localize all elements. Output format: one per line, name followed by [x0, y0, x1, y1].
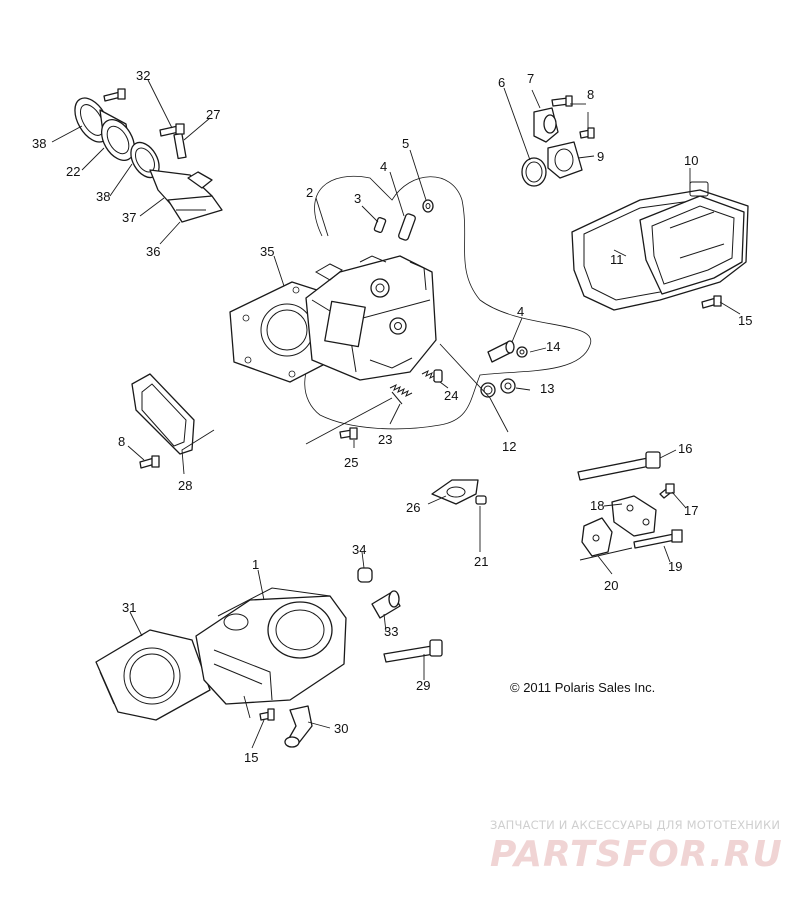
callout-labels: 32 27 38 22 38 37 36 2 3 4 5 35 6 7 8 9 …	[32, 68, 752, 765]
callout-37: 37	[122, 210, 136, 225]
callout-24: 24	[444, 388, 458, 403]
callout-8b: 8	[118, 434, 125, 449]
clamp-screw	[103, 88, 126, 102]
callout-19: 19	[668, 559, 682, 574]
intake-boot-assembly	[74, 97, 223, 223]
elbow-30	[284, 705, 313, 748]
dowel-34	[357, 567, 373, 583]
callout-32: 32	[136, 68, 150, 83]
callout-38b: 38	[96, 189, 110, 204]
bolt-15-cover	[701, 295, 722, 309]
watermark-brand: PARTSFOR.RU	[490, 834, 783, 875]
valve-guide-4b	[487, 340, 515, 363]
valve-cover	[571, 181, 749, 311]
callout-10: 10	[684, 153, 698, 168]
callout-31: 31	[122, 600, 136, 615]
valve-guide-4a	[398, 213, 416, 241]
callout-1: 1	[252, 557, 259, 572]
callout-2: 2	[306, 185, 313, 200]
callout-11: 11	[610, 252, 624, 267]
seal-5	[422, 199, 434, 213]
callout-25: 25	[344, 455, 358, 470]
callout-7: 7	[527, 71, 534, 86]
bracket-18	[611, 495, 657, 537]
callout-35: 35	[260, 244, 274, 259]
callout-14: 14	[546, 339, 560, 354]
bolt-16	[577, 451, 661, 481]
ring-12	[480, 382, 496, 398]
callout-20: 20	[604, 578, 618, 593]
water-outlet	[521, 95, 595, 187]
callout-30: 30	[334, 721, 348, 736]
callout-5: 5	[402, 136, 409, 151]
callout-38a: 38	[32, 136, 46, 151]
callout-18: 18	[590, 498, 604, 513]
pin-21	[475, 495, 487, 505]
bolt-8-gasket	[139, 455, 160, 469]
callout-27: 27	[206, 107, 220, 122]
callout-3: 3	[354, 191, 361, 206]
cylinder-gasket-31	[95, 629, 211, 721]
callout-22: 22	[66, 164, 80, 179]
bracket-20	[581, 517, 613, 557]
gasket-28	[131, 373, 195, 455]
springs-23	[389, 369, 441, 405]
bolt-17	[659, 483, 675, 499]
bolt-15-cylinder	[259, 708, 275, 721]
callout-21: 21	[474, 554, 488, 569]
plug-13	[500, 378, 516, 394]
fitting-33	[371, 590, 401, 619]
callout-15b: 15	[244, 750, 258, 765]
callout-33: 33	[384, 624, 398, 639]
seal-14	[516, 346, 528, 358]
callout-4b: 4	[517, 304, 524, 319]
head-group-outline	[304, 175, 592, 430]
callout-17: 17	[684, 503, 698, 518]
callout-4a: 4	[380, 159, 387, 174]
callout-6: 6	[498, 75, 505, 90]
callout-12: 12	[502, 439, 516, 454]
dowel-24	[433, 369, 443, 383]
bolt-32	[159, 123, 185, 137]
bolt-19	[633, 529, 683, 549]
callout-23: 23	[378, 432, 392, 447]
callout-15a: 15	[738, 313, 752, 328]
callout-13: 13	[540, 381, 554, 396]
callout-16: 16	[678, 441, 692, 456]
callout-34: 34	[352, 542, 366, 557]
callout-28: 28	[178, 478, 192, 493]
gasket-26	[431, 479, 479, 505]
callout-26: 26	[406, 500, 420, 515]
bolt-25	[339, 427, 358, 440]
callout-29: 29	[416, 678, 430, 693]
callout-8a: 8	[587, 87, 594, 102]
copyright-notice: © 2011 Polaris Sales Inc.	[510, 680, 655, 695]
bolt-29	[383, 639, 443, 663]
leader-lines	[51, 79, 741, 749]
watermark-tagline: ЗАПЧАСТИ И АКСЕССУАРЫ ДЛЯ МОТОТЕХНИКИ	[490, 818, 780, 832]
callout-36: 36	[146, 244, 160, 259]
callout-9: 9	[597, 149, 604, 164]
cylinder-1	[195, 587, 347, 705]
cylinder-head	[229, 255, 437, 383]
